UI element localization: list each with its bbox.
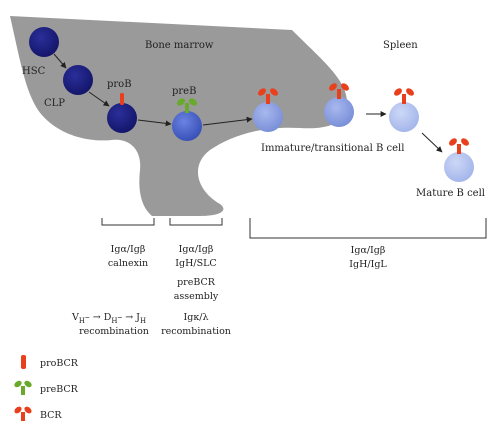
preb-marker-3: preBCR bbox=[177, 277, 216, 288]
spleen-label: Spleen bbox=[383, 40, 418, 51]
preb-marker-1: Igα/Igβ bbox=[179, 244, 214, 255]
spleen-stage-bracket bbox=[249, 218, 487, 239]
clp-label: CLP bbox=[44, 98, 65, 109]
arrow-hsc-clp bbox=[53, 53, 67, 69]
immature-2-receptor-bcr-icon bbox=[329, 83, 349, 99]
legend-probcr-icon bbox=[21, 355, 26, 369]
preb-marker-4: assembly bbox=[174, 291, 219, 302]
preb-event-1: Igκ/λ bbox=[184, 312, 209, 323]
legend-probcr-label: proBCR bbox=[40, 358, 79, 369]
arrow-preb-immature bbox=[202, 116, 253, 126]
mature-cell bbox=[444, 152, 474, 182]
hsc-label: HSC bbox=[22, 66, 46, 77]
legend-bcr-icon bbox=[14, 406, 32, 421]
preb-label: preB bbox=[172, 86, 196, 97]
spleen-marker-2: IgH/IgL bbox=[349, 259, 387, 270]
preb-cell bbox=[172, 111, 202, 141]
prob-receptor-probcr-icon bbox=[120, 93, 124, 105]
transitional-cell bbox=[389, 102, 419, 132]
legend-prebcr-label: preBCR bbox=[40, 384, 79, 395]
hsc-cell bbox=[29, 27, 59, 57]
preb-event-2: recombination bbox=[161, 326, 231, 337]
transitional-receptor-bcr-icon bbox=[394, 88, 414, 104]
prob-cell bbox=[107, 103, 137, 133]
mature-receptor-bcr-icon bbox=[449, 138, 469, 154]
legend-bcr-label: BCR bbox=[40, 410, 62, 421]
legend-prebcr-icon bbox=[14, 380, 32, 395]
arrow-clp-prob bbox=[88, 91, 110, 107]
immature-cell-2 bbox=[324, 97, 354, 127]
prob-stage-bracket bbox=[101, 218, 155, 226]
preb-marker-2: IgH/SLC bbox=[175, 258, 216, 269]
arrow-prob-preb bbox=[137, 119, 172, 127]
preb-stage-bracket bbox=[169, 218, 223, 226]
immature-label: Immature/transitional B cell bbox=[261, 143, 404, 154]
mature-label: Mature B cell bbox=[416, 188, 485, 199]
bone-marrow-label: Bone marrow bbox=[145, 40, 214, 51]
arrow-transitional-mature bbox=[421, 132, 443, 153]
immature-cell-1 bbox=[253, 102, 283, 132]
vdj-recombination-formula: VH–→DH–→JH bbox=[71, 312, 146, 325]
vdj-recombination-label: recombination bbox=[79, 326, 149, 337]
clp-cell bbox=[63, 65, 93, 95]
preb-receptor-prebcr-icon bbox=[176, 98, 198, 113]
prob-marker-2: calnexin bbox=[108, 258, 148, 269]
prob-label: proB bbox=[107, 79, 132, 90]
prob-marker-1: Igα/Igβ bbox=[111, 244, 146, 255]
immature-1-receptor-bcr-icon bbox=[258, 88, 278, 104]
spleen-marker-1: Igα/Igβ bbox=[351, 245, 386, 256]
